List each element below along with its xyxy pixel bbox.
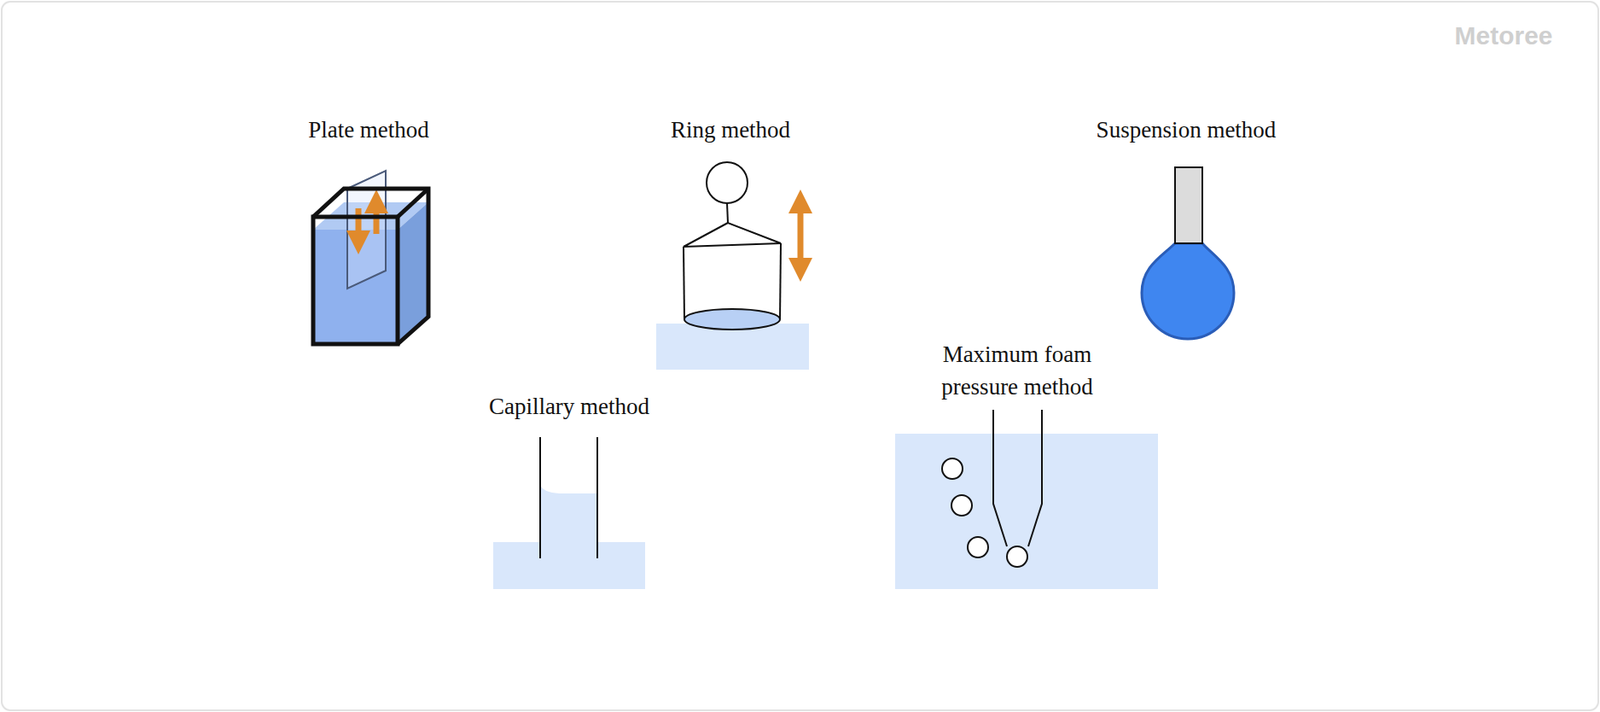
method-label: Ring method <box>670 116 791 144</box>
plate-apparatus <box>313 170 429 344</box>
method-label: Plate method <box>308 116 430 144</box>
suspension-drop <box>1141 167 1234 339</box>
method-label: Capillary method <box>488 392 650 420</box>
method-label: Suspension method <box>1096 116 1277 144</box>
watermark: Metoree <box>1454 20 1553 52</box>
capillary-tube <box>493 436 646 589</box>
method-label: Maximum foam pressure method <box>927 338 1107 404</box>
bubble-pressure-apparatus <box>895 409 1158 589</box>
ring-apparatus <box>656 162 809 370</box>
